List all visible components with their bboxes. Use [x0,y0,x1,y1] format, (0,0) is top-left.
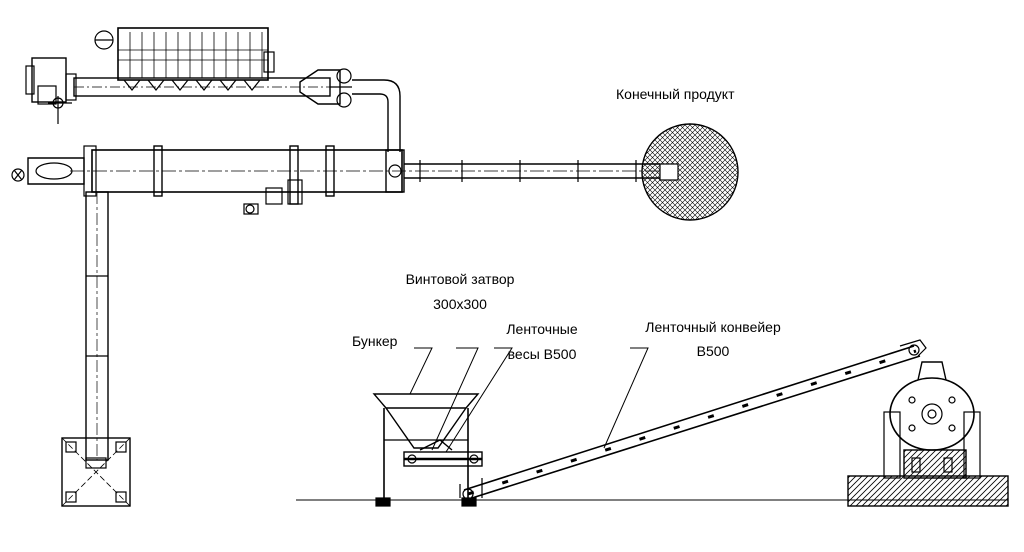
product-pile [641,123,739,221]
product-conveyor [404,160,660,182]
inclined-conveyor [459,339,927,500]
bunker [372,393,480,507]
belt-scales-label-line1: Ленточные [506,321,578,337]
bunker-label: Бункер [352,333,398,349]
belt-scales-label-line2: весы В500 [507,346,577,362]
belt-conveyor-label-line2: В500 [696,343,730,359]
bucket-elevator [61,191,131,507]
final-product-label: Конечный продукт [616,86,735,102]
screw-gate-label-line1: Винтовой затвор [405,271,515,287]
bag-filter [25,27,401,152]
screw-gate-label-line2: 300х300 [433,296,487,312]
belt-conveyor-label-line1: Ленточный конвейер [645,319,781,335]
belt-scales [403,439,483,467]
leader-lines [409,347,649,453]
rotary-dryer [11,145,660,215]
crusher [847,361,1009,507]
